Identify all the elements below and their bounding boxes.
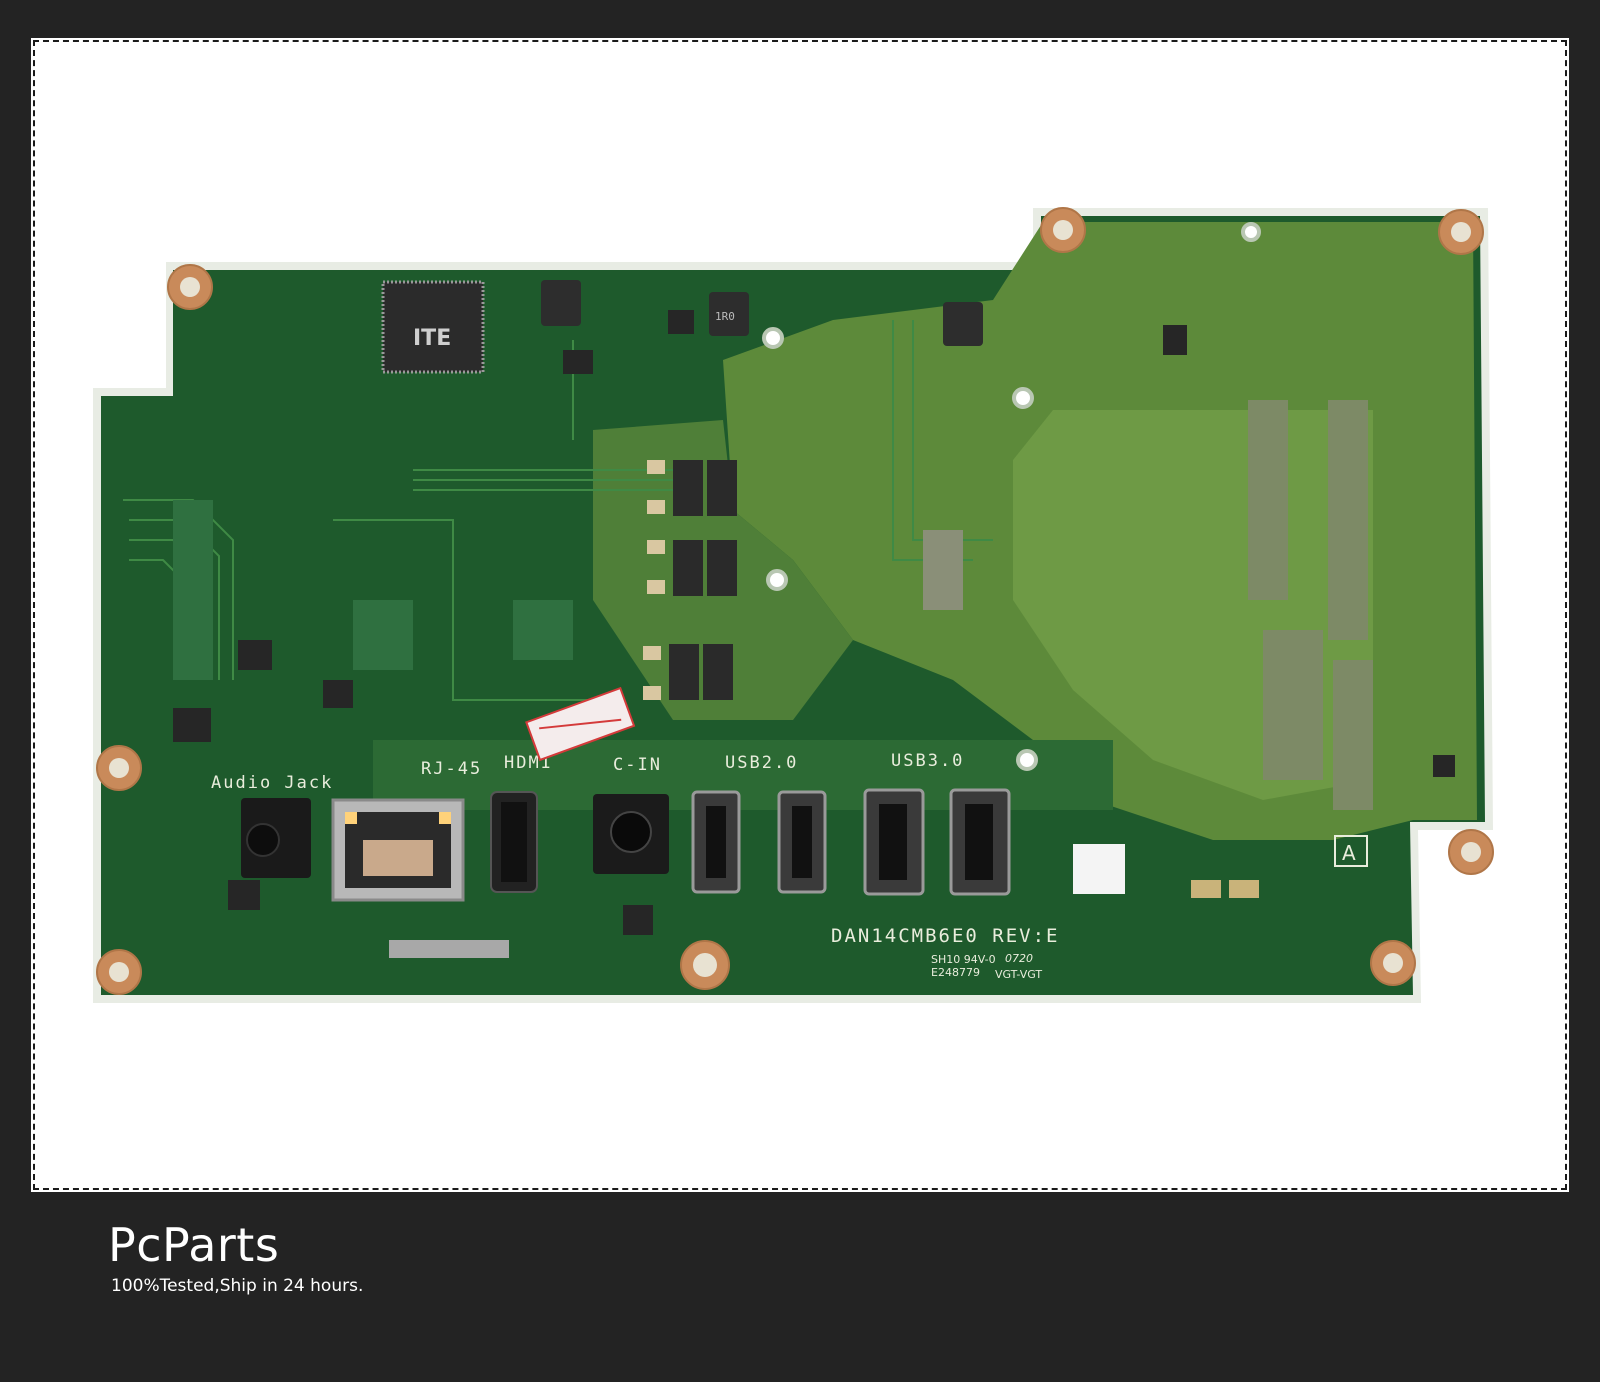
small-ics <box>173 310 1455 935</box>
label-audio-jack: Audio Jack <box>211 773 333 793</box>
svg-text:A: A <box>1342 841 1356 865</box>
model-code: DAN14CMB6E0 REV:E <box>831 925 1059 947</box>
mounting-holes <box>96 207 1494 995</box>
chip-marking: ITE <box>413 326 451 351</box>
ite-chip: ITE <box>381 280 485 374</box>
pcb-trace-band <box>373 740 1113 810</box>
vendor-code: VGT-VGT <box>995 968 1042 981</box>
dc-in-port <box>593 794 669 874</box>
rj45-port <box>331 798 465 902</box>
label-usb2: USB2.0 <box>725 753 798 773</box>
brand-name: PcParts <box>108 1218 280 1272</box>
audio-jack-port <box>241 798 311 878</box>
inductors: 1R0 <box>541 280 983 346</box>
hdmi-port <box>490 791 538 893</box>
corner-mark: A <box>1334 835 1368 867</box>
cert-code: SH10 94V-0 <box>931 953 996 966</box>
motherboard-illustration: ITE 1R0 <box>93 207 1494 1003</box>
smd-components <box>173 400 1373 810</box>
date-code: 0720 <box>1005 952 1033 965</box>
capacitors <box>1191 880 1259 898</box>
inspection-stamp <box>525 686 636 762</box>
label-dc-in: C-IN <box>613 755 662 775</box>
bottom-connector <box>389 940 509 958</box>
label-usb3: USB3.0 <box>891 751 964 771</box>
usb2-ports <box>691 790 827 894</box>
label-rj45: RJ-45 <box>421 759 482 779</box>
inductor-marking: 1R0 <box>715 310 735 323</box>
brand-tagline: 100%Tested,Ship in 24 hours. <box>111 1276 364 1296</box>
blank-label <box>1073 844 1125 894</box>
ul-number: E248779 <box>931 966 980 979</box>
product-photo: ITE 1R0 <box>31 38 1569 1192</box>
power-mosfets <box>643 460 737 700</box>
usb3-ports <box>863 788 1011 896</box>
